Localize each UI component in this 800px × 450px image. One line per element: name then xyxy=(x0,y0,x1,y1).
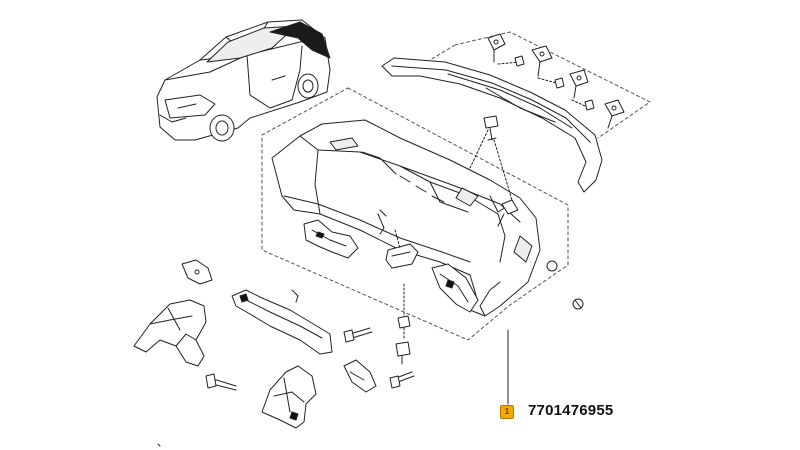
bumper-cover xyxy=(271,119,541,317)
car-illustration xyxy=(156,19,331,142)
clip-group-top xyxy=(487,33,625,129)
bumper-brackets xyxy=(303,115,584,313)
part-number-label[interactable]: 7701476955 xyxy=(528,402,614,419)
callout-marker: 1 xyxy=(500,405,514,419)
assembly-frame xyxy=(261,87,569,341)
lower-mounting-parts xyxy=(133,259,415,447)
upper-trim-assembly xyxy=(381,31,651,193)
